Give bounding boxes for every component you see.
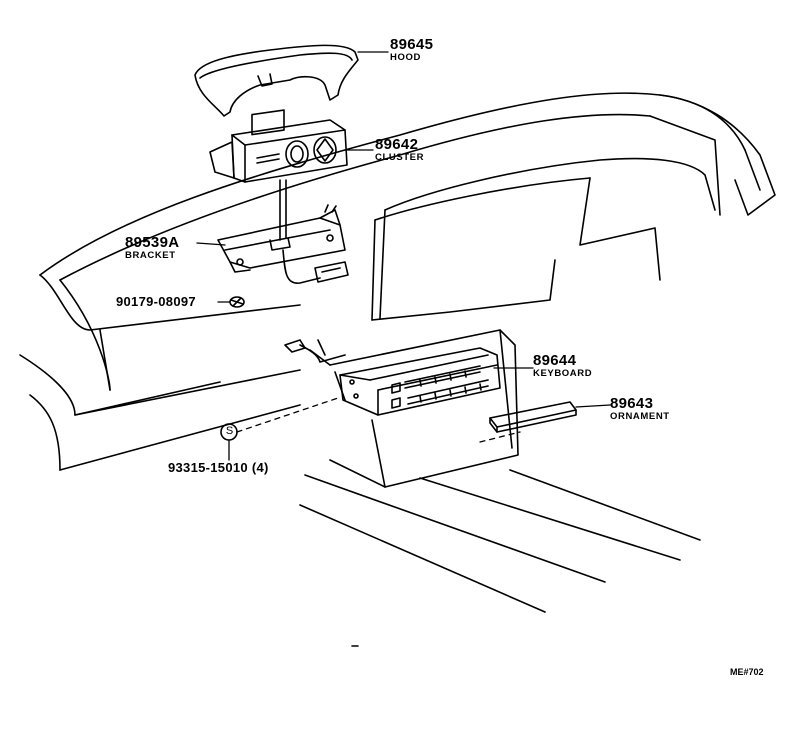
part-name: HOOD (390, 52, 421, 63)
part-number: 93315-15010 (4) (168, 460, 269, 475)
part-label-ornament: 89643 ORNAMENT (610, 396, 670, 422)
keyboard-part (284, 339, 501, 416)
part-number: 89642 (375, 136, 419, 153)
screw-part (229, 296, 245, 308)
cluster-part (209, 109, 348, 241)
part-label-cluster: 89642 CLUSTER (375, 137, 424, 163)
part-number: 89644 (533, 352, 577, 369)
leader-lines (196, 51, 611, 461)
dashboard-outline (19, 92, 776, 471)
part-label-keyboard: 89644 KEYBOARD (533, 353, 592, 379)
part-name: CLUSTER (375, 152, 425, 163)
part-number: 90179-08097 (116, 294, 196, 309)
hood-part (194, 44, 359, 117)
part-name: BRACKET (125, 250, 176, 261)
floor-lines (299, 459, 701, 647)
part-label-screw: 90179-08097 (116, 295, 196, 308)
ornament-part (489, 401, 577, 433)
part-number: 89645 (390, 36, 434, 53)
part-name: ORNAMENT (610, 411, 670, 422)
part-name: KEYBOARD (533, 368, 593, 379)
s-mark-symbol: S (225, 425, 234, 437)
bracket-part (217, 204, 349, 284)
center-console (309, 329, 519, 488)
part-label-bracket: 89539A BRACKET (125, 235, 179, 261)
part-label-bolt: 93315-15010 (4) (168, 461, 269, 474)
part-number: 89643 (610, 395, 654, 412)
part-label-hood: 89645 HOOD (390, 37, 433, 63)
part-number: 89539A (125, 234, 180, 251)
diagram-reference-code: ME#702 (730, 667, 764, 677)
